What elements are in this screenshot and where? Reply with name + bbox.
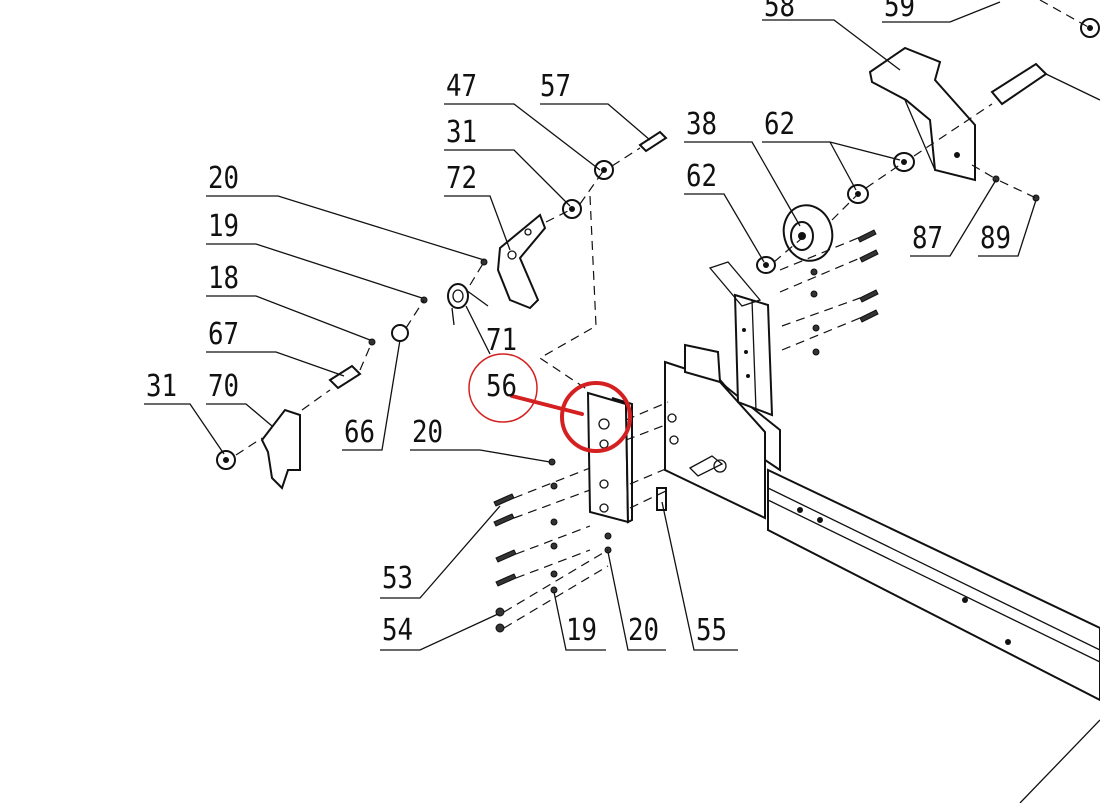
highlight-part-circle: [560, 381, 632, 453]
clamp-block: [586, 391, 667, 524]
callout-19-upper: 19: [208, 209, 240, 244]
callout-55: 55: [696, 613, 728, 648]
arm-bracket: [496, 213, 547, 310]
pulley: [782, 204, 834, 262]
highlight-label-circle: [468, 353, 538, 423]
callout-20-bottom: 20: [628, 613, 660, 648]
callout-62-left: 62: [686, 159, 718, 194]
callout-19-bottom: 19: [566, 613, 598, 648]
main-beam: [767, 468, 1100, 804]
mounting-plate: [664, 343, 781, 520]
assembly-lines: [235, 0, 1091, 629]
callout-47: 47: [446, 69, 478, 104]
highlight-markup: [468, 353, 632, 453]
spring: [447, 283, 489, 326]
callout-59: 59: [884, 0, 916, 24]
callout-89: 89: [980, 221, 1012, 256]
callout-20-upper: 20: [208, 161, 240, 196]
callout-20-mid: 20: [412, 415, 444, 450]
callout-70: 70: [208, 369, 240, 404]
callout-31-left: 31: [146, 369, 178, 404]
callout-31-upper: 31: [446, 115, 478, 150]
callout-38: 38: [686, 107, 718, 142]
callout-53: 53: [382, 561, 414, 596]
callout-54: 54: [382, 613, 414, 648]
upper-bracket: [868, 46, 1100, 182]
callout-57: 57: [540, 69, 572, 104]
washers: [216, 18, 1100, 470]
highlight-arrow: [510, 394, 584, 416]
callout-66: 66: [344, 415, 376, 450]
slotted-bracket: [708, 261, 774, 417]
callout-87: 87: [912, 221, 944, 256]
callout-58: 58: [764, 0, 796, 24]
callout-67: 67: [208, 317, 240, 352]
callout-56: 56: [486, 369, 518, 404]
callout-71: 71: [486, 323, 518, 358]
callout-72: 72: [446, 161, 478, 196]
left-small-parts: [260, 130, 1040, 490]
leader-lines: [144, 1, 1037, 651]
callout-62-top: 62: [764, 107, 796, 142]
callout-18: 18: [208, 261, 240, 296]
bolt-rows: [493, 229, 879, 633]
